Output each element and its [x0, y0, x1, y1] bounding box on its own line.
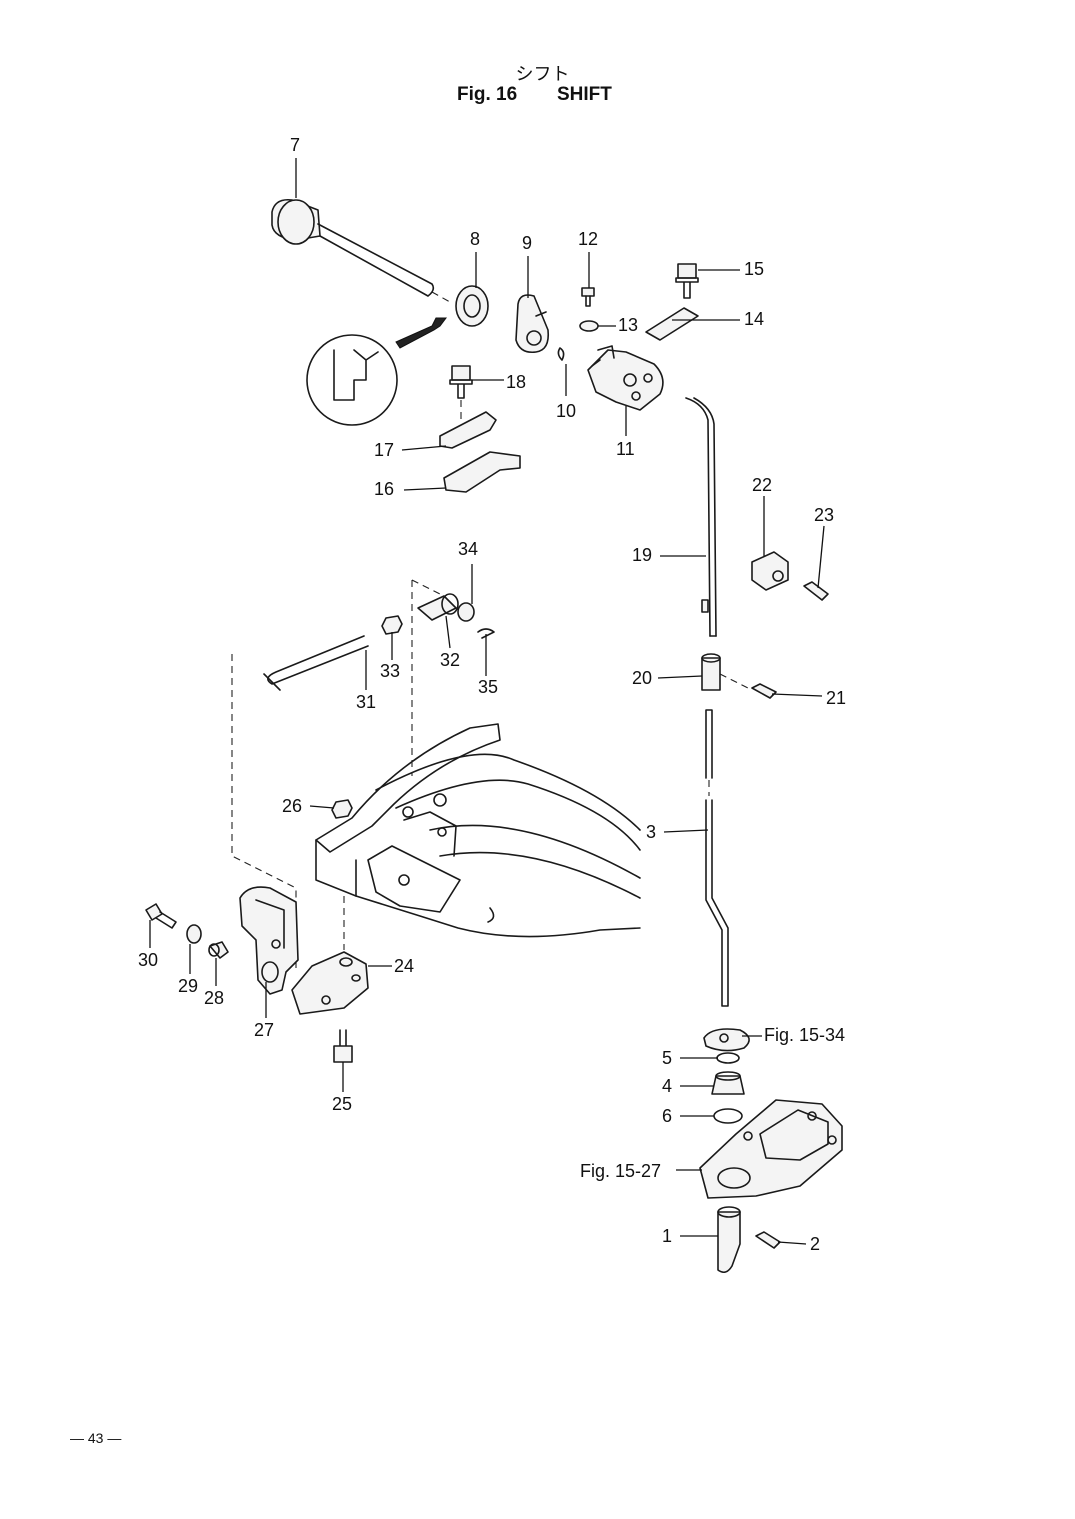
housing-ref-fig15-27: [699, 1099, 843, 1199]
part-3-lower-shift-rod: [705, 709, 729, 1007]
callout-34: 34: [458, 539, 478, 559]
part-1-shift-cam: [717, 1206, 741, 1274]
part-5-o-ring: [716, 1052, 740, 1064]
part-23-screw: [803, 581, 829, 601]
callout-fig15-27: Fig. 15-27: [580, 1161, 661, 1181]
callout-24: 24: [394, 956, 414, 976]
callout-32: 32: [440, 650, 460, 670]
callout-15: 15: [744, 259, 764, 279]
part-8-oil-seal: [455, 285, 489, 327]
part-25-bolt: [333, 1029, 353, 1063]
callout-12: 12: [578, 229, 598, 249]
callout-31: 31: [356, 692, 376, 712]
part-14-plate: [645, 307, 699, 341]
callout-21: 21: [826, 688, 846, 708]
part-27-shift-lever: [239, 886, 299, 995]
part-15-bolt: [675, 263, 699, 299]
part-7-shift-shaft: [271, 198, 451, 303]
callout-22: 22: [752, 475, 772, 495]
callout-6: 6: [662, 1106, 672, 1126]
part-10-clip: [557, 347, 565, 361]
part-33-nut: [381, 615, 403, 635]
part-22-block: [751, 551, 789, 591]
callout-1: 1: [662, 1226, 672, 1246]
callout-labels: 7 8 9 12 13 14 15 18 10 11 17 16 22 23 1…: [138, 135, 846, 1254]
gasket-ref-fig15-34: [703, 1028, 750, 1052]
callout-33: 33: [380, 661, 400, 681]
callout-27: 27: [254, 1020, 274, 1040]
part-9-shift-arm: [515, 294, 550, 354]
part-6-o-ring: [713, 1108, 743, 1124]
part-21-pin: [751, 683, 777, 699]
callout-3: 3: [646, 822, 656, 842]
callout-23: 23: [814, 505, 834, 525]
callout-4: 4: [662, 1076, 672, 1096]
callout-7: 7: [290, 135, 300, 155]
part-29-washer: [186, 924, 202, 944]
callout-9: 9: [522, 233, 532, 253]
callout-11: 11: [616, 439, 635, 459]
callout-19: 19: [632, 545, 652, 565]
callout-30: 30: [138, 950, 158, 970]
arrow-icon: [395, 317, 447, 349]
part-2-pin: [755, 1231, 781, 1249]
detail-circle: [306, 334, 398, 426]
callout-5: 5: [662, 1048, 672, 1068]
callout-14: 14: [744, 309, 764, 329]
part-31-link-rod: [263, 635, 369, 691]
part-11-shift-bracket: [587, 345, 664, 411]
part-34-washer: [457, 602, 475, 622]
part-30-bolt: [145, 903, 177, 929]
part-35-clip: [477, 628, 495, 639]
bottom-cowling: [315, 723, 641, 938]
part-13-washer: [579, 320, 599, 332]
callout-28: 28: [204, 988, 224, 1008]
callout-29: 29: [178, 976, 198, 996]
part-4-bushing: [711, 1071, 745, 1095]
callout-2: 2: [810, 1234, 820, 1254]
callout-8: 8: [470, 229, 480, 249]
part-24-bracket: [291, 951, 369, 1015]
page-title: SHIFT: [557, 84, 612, 105]
callout-25: 25: [332, 1094, 352, 1114]
callout-16: 16: [374, 479, 394, 499]
callout-fig15-34: Fig. 15-34: [764, 1025, 845, 1045]
part-16-plate: [443, 451, 521, 493]
callout-leaders: [149, 158, 825, 1245]
callout-13: 13: [618, 315, 638, 335]
part-18-bolt: [449, 365, 473, 420]
callout-17: 17: [374, 440, 394, 460]
callout-10: 10: [556, 401, 576, 421]
assembly-guide-line: [411, 579, 445, 776]
callout-26: 26: [282, 796, 302, 816]
callout-35: 35: [478, 677, 498, 697]
part-26-nut: [331, 799, 353, 819]
part-19-shift-rod: [685, 397, 717, 637]
callout-18: 18: [506, 372, 526, 392]
part-20-rod-joint: [701, 653, 749, 691]
figure-number: Fig. 16: [457, 84, 518, 105]
part-12-screw: [581, 287, 595, 307]
part-32-joint: [417, 593, 459, 621]
page-number: — 43 —: [70, 1430, 122, 1446]
part-17-plate: [439, 411, 497, 449]
callout-20: 20: [632, 668, 652, 688]
page-title-japanese: シフト: [515, 64, 570, 85]
part-28-collar: [208, 941, 229, 959]
